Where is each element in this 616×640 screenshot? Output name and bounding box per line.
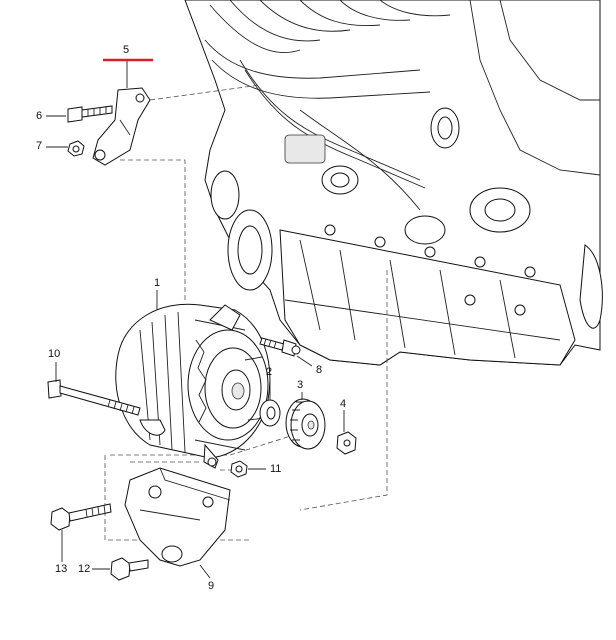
pulley-3 (285, 398, 326, 450)
nut-11 (230, 460, 248, 478)
bolt-8 (259, 337, 301, 357)
bolt-13 (50, 503, 112, 531)
callout-7: 7 (36, 140, 43, 152)
callout-5: 5 (123, 44, 130, 56)
nut-7 (67, 140, 85, 157)
bracket-5 (92, 87, 151, 166)
callout-6: 6 (36, 110, 43, 122)
callout-3: 3 (297, 379, 304, 391)
bolt-6 (67, 105, 113, 123)
nut-4 (336, 431, 357, 455)
callout-2: 2 (266, 366, 273, 378)
callout-leaders (46, 60, 345, 579)
washer-2 (259, 399, 281, 427)
callout-10: 10 (48, 348, 61, 360)
callout-13: 13 (55, 563, 68, 575)
bolt-10 (47, 379, 141, 416)
mounting-bracket-9 (124, 467, 231, 567)
engine-block (184, 0, 603, 366)
callout-4: 4 (340, 398, 347, 410)
alternator-1 (115, 303, 271, 469)
callout-8: 8 (316, 364, 323, 376)
callout-12: 12 (78, 563, 91, 575)
bolt-12 (110, 557, 149, 581)
callout-11: 11 (270, 463, 282, 475)
callout-1: 1 (154, 277, 161, 289)
callout-9: 9 (208, 580, 215, 592)
